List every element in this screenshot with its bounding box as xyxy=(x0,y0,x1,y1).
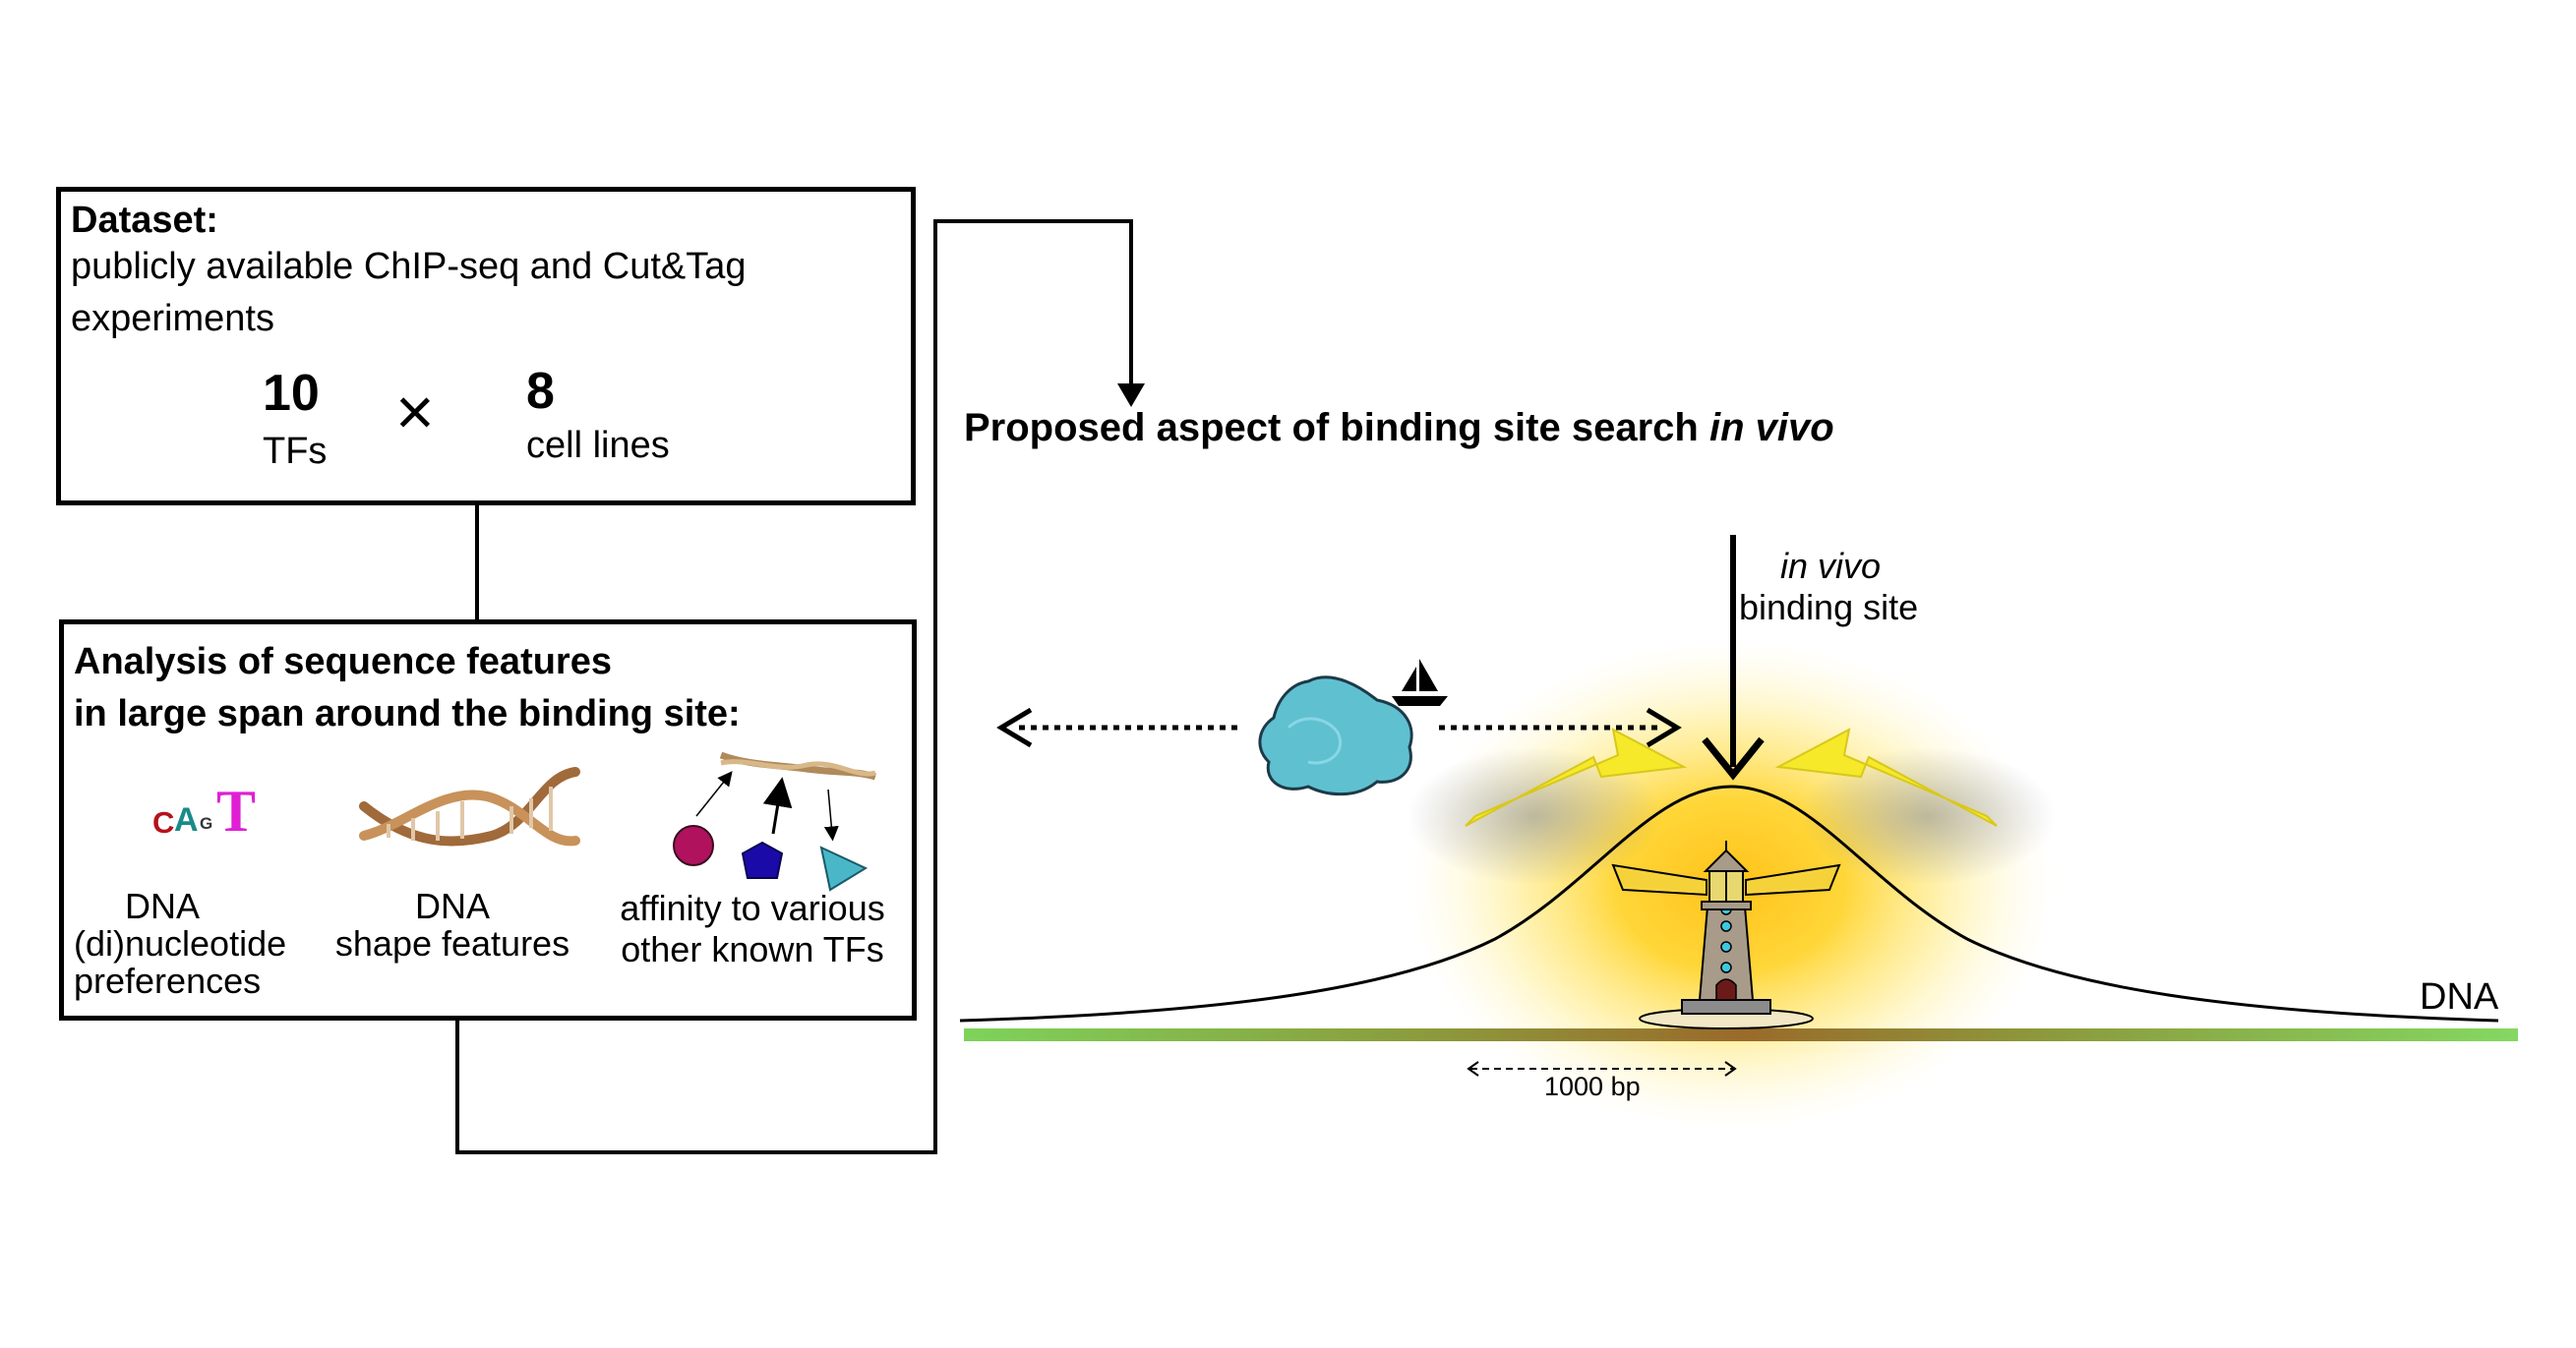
dataset-box: Dataset: publicly available ChIP-seq and… xyxy=(56,187,916,505)
dna-bar xyxy=(964,1028,2518,1041)
tf-arrows xyxy=(695,771,839,842)
analysis-heading-line2: in large span around the binding site: xyxy=(74,693,741,734)
dataset-description-line2: experiments xyxy=(71,298,274,339)
tf-circle-icon xyxy=(673,825,714,866)
boat-icon xyxy=(1392,659,1448,706)
logo-letter: G xyxy=(200,814,212,833)
feature-nucleotide-line1: DNA xyxy=(124,886,200,926)
feature-nucleotide-line2: (di)nucleotide xyxy=(74,923,287,964)
search-arrow-left xyxy=(996,707,1237,748)
dna-helix-icon xyxy=(359,767,580,847)
feature-nucleotide-line3: preferences xyxy=(74,961,262,1001)
search-arrow-right xyxy=(1439,707,1682,748)
binding-site-italic: in vivo xyxy=(1780,546,1882,586)
proposal-title-text: Proposed aspect of binding site search xyxy=(964,406,1709,449)
tf-count: 10 xyxy=(263,365,320,422)
dna-strand-icon xyxy=(719,751,877,781)
yellow-arrow-right xyxy=(1774,728,1998,827)
dna-label: DNA xyxy=(2420,976,2499,1018)
binding-curve xyxy=(959,785,2499,1023)
cell-line-count: 8 xyxy=(526,363,555,420)
tf-triangle-icon xyxy=(819,846,869,892)
binding-site-arrow xyxy=(1702,535,1765,781)
flow-arrowhead xyxy=(1117,383,1145,407)
feature-shape-caption: DNA shape features xyxy=(329,888,575,963)
binding-site-label: binding site xyxy=(1739,587,1919,627)
analysis-box: Analysis of sequence features in large s… xyxy=(59,619,917,1021)
yellow-arrow-left xyxy=(1465,728,1688,827)
feature-shape-line2: shape features xyxy=(334,923,570,964)
proposal-title-italic: in vivo xyxy=(1708,406,1834,449)
scale-label: 1000 bp xyxy=(1544,1072,1641,1101)
cell-line-label: cell lines xyxy=(526,425,670,466)
logo-letter: T xyxy=(216,779,256,844)
dataset-description-line1: publicly available ChIP-seq and Cut&Tag xyxy=(71,246,747,287)
feature-affinity-line1: affinity to various xyxy=(620,888,885,928)
tf-cloud-icon xyxy=(1258,675,1413,796)
logo-letter: A xyxy=(174,801,199,839)
feature-affinity-line2: other known TFs xyxy=(621,929,884,969)
feature-shape-line1: DNA xyxy=(414,886,490,926)
times-symbol: × xyxy=(395,375,435,449)
logo-letter: C xyxy=(152,805,174,840)
beam-shadow-right xyxy=(1800,747,2056,885)
proposal-title: Proposed aspect of binding site search i… xyxy=(964,406,1834,450)
dataset-heading: Dataset: xyxy=(71,200,218,241)
scale-bar xyxy=(1467,1061,1737,1077)
flow-connector xyxy=(455,219,1133,1154)
tf-pentagon-icon xyxy=(741,841,784,879)
feature-affinity-caption: affinity to various other known TFs xyxy=(595,888,910,970)
tf-count-label: TFs xyxy=(263,431,328,472)
lighthouse-icon xyxy=(1611,841,1841,1029)
feature-nucleotide-caption: DNA (di)nucleotide preferences xyxy=(74,886,287,1001)
sequence-logo-icon: C A G T xyxy=(152,779,256,844)
beam-shadow-left xyxy=(1407,747,1662,885)
analysis-heading-line1: Analysis of sequence features xyxy=(74,641,612,682)
